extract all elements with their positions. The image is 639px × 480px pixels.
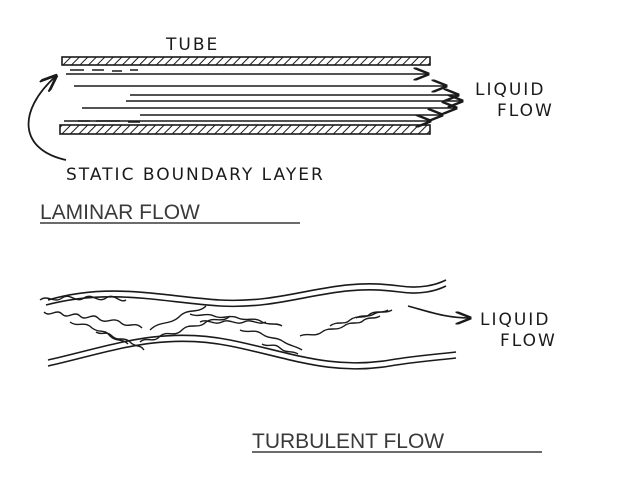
turbulent-walls	[45, 279, 457, 370]
boundary-pointer-arrow	[27, 76, 67, 161]
turbulent-flow-label-line2: FLOW	[500, 331, 557, 351]
turbulent-caption: TURBULENT FLOW	[252, 430, 444, 453]
laminar-streamlines	[66, 74, 462, 121]
laminar-flow-label-line2: FLOW	[497, 101, 554, 121]
turbulent-flow-label-line1: LIQUID	[480, 310, 550, 330]
tube-wall-bottom	[59, 124, 431, 135]
boundary-layer-label: STATIC BOUNDARY LAYER	[66, 165, 325, 185]
turbulent-eddies	[39, 295, 393, 355]
laminar-flow-label-line1: LIQUID	[475, 80, 545, 100]
tube-label: TUBE	[165, 35, 219, 55]
laminar-caption: LAMINAR FLOW	[40, 201, 200, 224]
turbulent-flow-arrow	[407, 305, 470, 318]
laminar-diagram: TUBE	[27, 35, 554, 224]
tube-wall-top	[61, 56, 431, 66]
turbulent-diagram: LIQUID FLOW TURBULENT FLOW	[39, 279, 557, 453]
boundary-layer-top	[70, 69, 138, 72]
